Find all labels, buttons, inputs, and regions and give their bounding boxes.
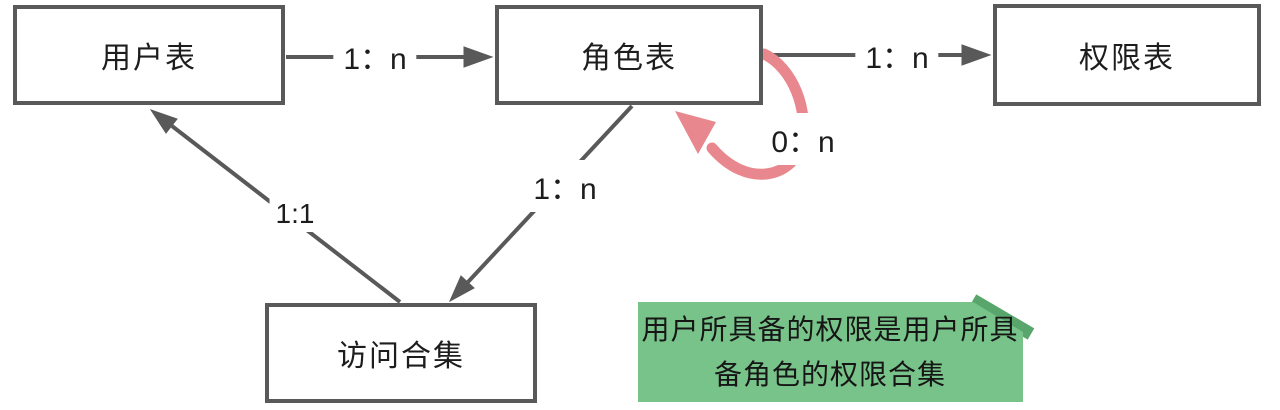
edge-label-role-permission: 1：n <box>855 29 939 81</box>
box-access-set: 访问合集 <box>265 303 537 403</box>
edge-label-user-role: 1：n <box>333 30 417 82</box>
note-text: 用户所具备的权限是用户所具 备角色的权限合集 <box>640 307 1020 397</box>
arrowhead-up-left-icon <box>149 109 178 134</box>
note-text-line2: 备角色的权限合集 <box>713 359 946 390</box>
box-role-table-label: 角色表 <box>581 42 677 75</box>
edge-label-access-user: 1:1 <box>269 196 321 232</box>
note-text-line1: 用户所具备的权限是用户所具 <box>641 314 1019 345</box>
box-permission-table: 权限表 <box>993 4 1261 106</box>
note-shape <box>638 294 1035 402</box>
box-user-table-label: 用户表 <box>101 42 197 75</box>
box-permission-table-label: 权限表 <box>1079 42 1175 75</box>
box-access-set-label: 访问合集 <box>337 340 465 373</box>
note-fold-shadow <box>969 294 1035 340</box>
edge-label-role-self-loop: 0：n <box>761 113 845 165</box>
arrowhead-right-icon <box>463 46 494 68</box>
arrowhead-down-left-icon <box>448 275 475 303</box>
edge-label-role-access: 1：n <box>523 160 607 212</box>
arrowhead-right-icon <box>961 44 992 66</box>
self-loop-arrowhead-icon <box>675 111 716 154</box>
note-body <box>638 302 1023 402</box>
box-role-table: 角色表 <box>495 5 763 105</box>
box-user-table: 用户表 <box>13 5 285 105</box>
